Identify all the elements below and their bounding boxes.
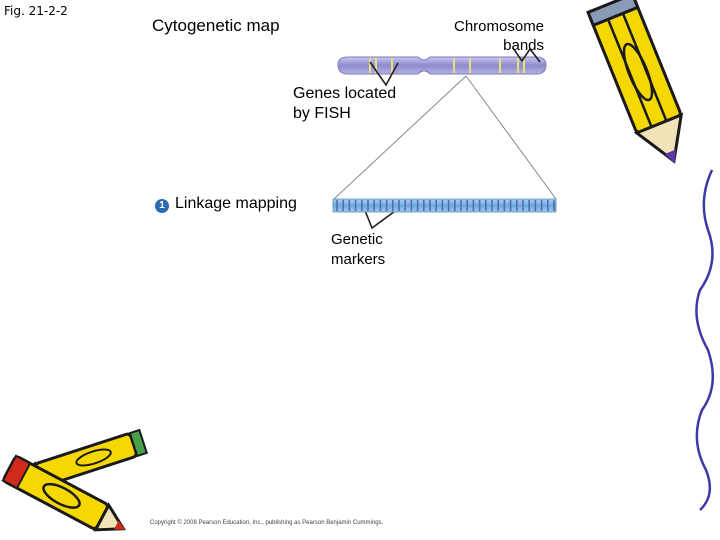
bands-callout bbox=[512, 47, 541, 63]
figure-label: Fig. 21-2-2 bbox=[4, 4, 68, 18]
chromosome-bands-label-line1: Chromosome bbox=[454, 18, 545, 35]
markers-callout bbox=[363, 205, 403, 230]
chromosome-bands-label-line2: bands bbox=[503, 37, 545, 54]
step-number-badge: 1 bbox=[155, 199, 169, 213]
chromosome-body bbox=[337, 56, 547, 75]
genetic-markers-label: Genetic markers bbox=[331, 230, 385, 270]
genetic-markers-label-line1: Genetic bbox=[331, 231, 383, 248]
genetic-markers-label-line2: markers bbox=[331, 251, 386, 268]
fish-callout bbox=[369, 61, 399, 87]
genes-fish-label-line1: Genes located bbox=[293, 85, 397, 102]
linkage-map bbox=[332, 198, 557, 213]
callout-lines bbox=[363, 47, 541, 230]
genes-fish-label-line2: by FISH bbox=[293, 105, 351, 122]
chromosome bbox=[337, 56, 547, 75]
genes-fish-label: Genes located by FISH bbox=[293, 84, 396, 124]
chromosome-bands-label: Chromosome bands bbox=[454, 17, 544, 55]
wavy-doodle-right bbox=[695, 169, 714, 511]
linkage-bar bbox=[332, 198, 557, 213]
linkage-markers bbox=[336, 200, 555, 211]
linkage-mapping-label: Linkage mapping bbox=[175, 195, 297, 212]
pencil-top-right bbox=[586, 0, 684, 164]
copyright-notice: Copyright © 2008 Pearson Education, Inc.… bbox=[150, 520, 384, 526]
zoom-lines bbox=[333, 75, 557, 200]
cytogenetic-map-title: Cytogenetic map bbox=[152, 16, 280, 35]
pencils-bottom-left bbox=[1, 428, 149, 532]
